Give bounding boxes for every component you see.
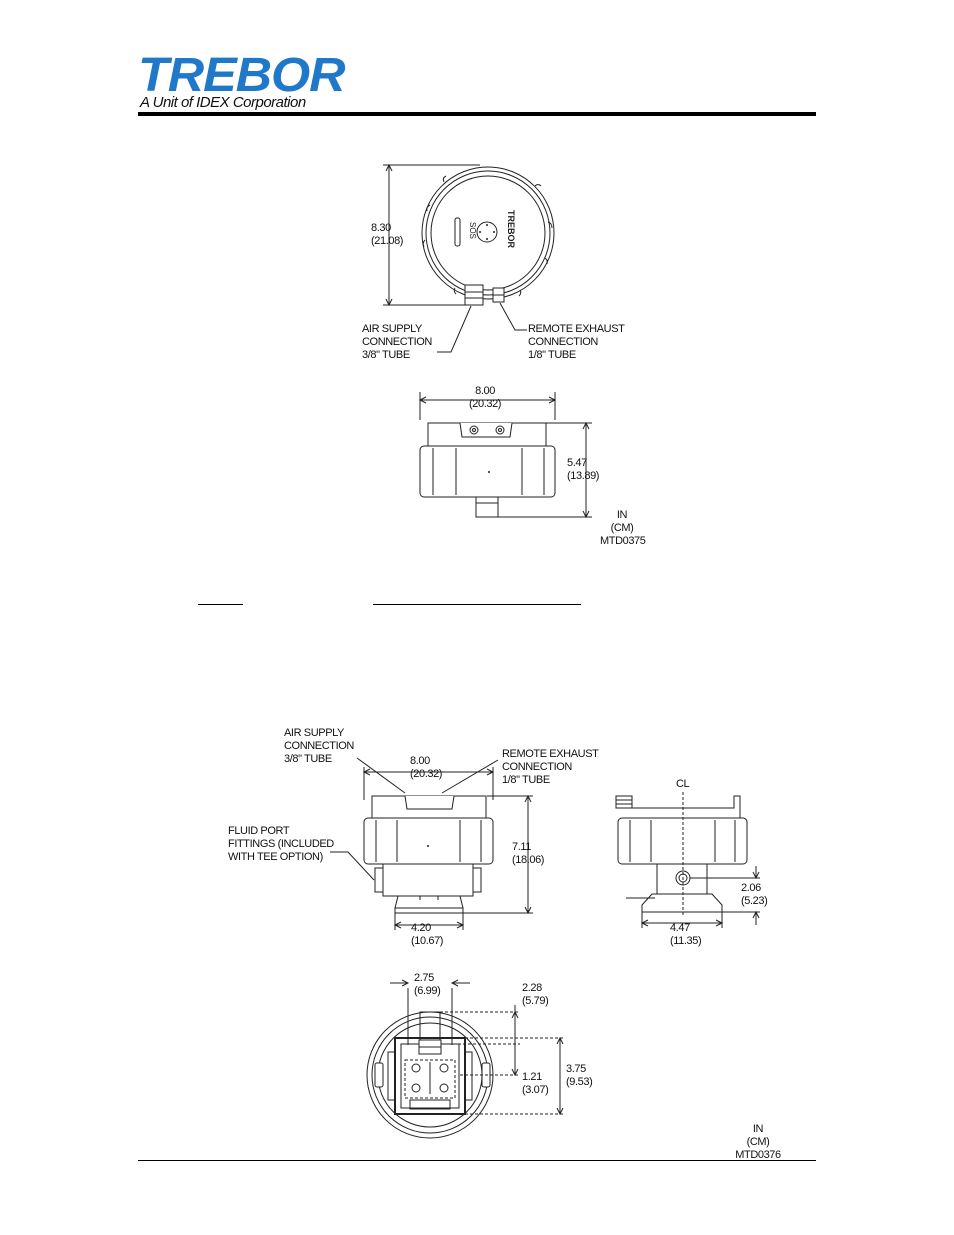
fig1-width-label: 8.00 (20.32) [469,385,502,410]
fig1-top-view: SOS TREBOR [383,165,554,352]
fig1-front-height-label: 5.47 (13.89) [567,457,600,482]
fig2-side-view [616,792,760,928]
svg-text:TREBOR: TREBOR [506,210,516,249]
fig2-side-port-height-label: 2.06 (5.23) [741,882,768,907]
fig2-remote-exhaust-label: REMOTE EXHAUST CONNECTION 1/8" TUBE [502,748,599,786]
fig2-base-width-label: 4.20 (10.67) [411,922,444,947]
fig1-height-label: 8.30 (21.08) [371,222,404,247]
trebor-logo: TREBOR A Unit of IDEX Corporation [138,52,348,112]
footer-rule [138,1160,816,1161]
fig2-height-label: 7.11 (18.06) [512,841,545,866]
logo-wordmark: TREBOR [138,49,346,102]
svg-text:SOS: SOS [468,222,477,239]
fig2-bottom-dim2-label: 3.75 (9.53) [566,1063,593,1088]
fig2-air-supply-label: AIR SUPPLY CONNECTION 3/8" TUBE [284,727,354,765]
fig1-air-supply-label: AIR SUPPLY CONNECTION 3/8" TUBE [362,323,432,361]
fig2-front-view [330,758,533,930]
fig2-fluid-port-label: FLUID PORT FITTINGS (INCLUDED WITH TEE O… [228,825,334,863]
fig1-units-label: IN (CM) MTD0375 [600,509,646,547]
fig2-units-label: IN (CM) MTD0376 [735,1123,781,1161]
fig2-side-base-label: 4.47 (11.35) [670,922,702,947]
logo-subtitle: A Unit of IDEX Corporation [140,94,306,111]
fig1-front-view [420,392,592,517]
fig2-width-label: 8.00 (20.32) [410,755,443,780]
blank-underline-long [373,604,581,605]
blank-underline-short [198,604,243,605]
fig1-remote-exhaust-label: REMOTE EXHAUST CONNECTION 1/8" TUBE [528,323,625,361]
fig2-bottom-dim1-label: 2.28 (5.79) [522,982,549,1007]
fig2-bottom-view [367,980,565,1138]
header-rule [138,112,816,116]
fig2-centerline-label: CL [676,778,690,790]
fig2-bottom-spacing-label: 2.75 (6.99) [414,972,441,997]
fig2-bottom-dim3-label: 1.21 (3.07) [522,1071,549,1096]
